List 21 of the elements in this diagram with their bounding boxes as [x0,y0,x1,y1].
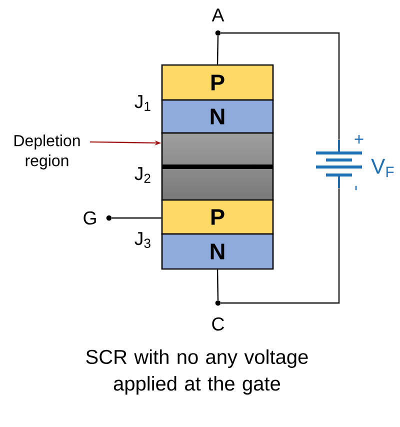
wire [220,32,340,140]
junction-label: J$_{1}$ [134,95,150,111]
terminal-label: A [212,8,224,22]
callout-text: Depletion region [14,134,80,170]
battery-label: + [354,135,364,144]
battery-label: V$_{F}$ [371,158,394,178]
layer-box: N [161,233,274,270]
wire [216,270,219,300]
layer-box: N [161,99,274,134]
terminal-label: G [84,211,96,225]
layer-box: P [161,199,274,235]
caption: SCR with no any voltage applied at the gate [86,349,308,395]
depletion-region [161,132,274,201]
wire [112,217,162,219]
wire [220,188,340,304]
wire [216,36,219,64]
terminal-label: C [212,317,224,331]
battery-label: - [355,186,357,190]
layer-box: P [161,64,274,101]
junction-label: J$_{2}$ [134,167,150,183]
junction-label: J$_{3}$ [134,232,150,248]
